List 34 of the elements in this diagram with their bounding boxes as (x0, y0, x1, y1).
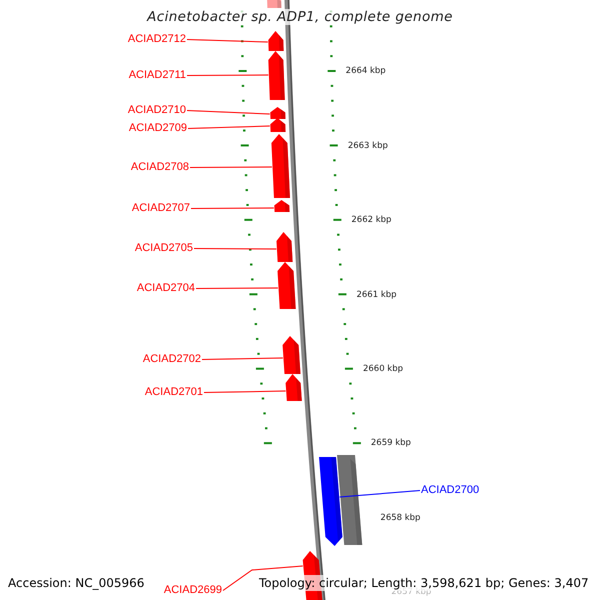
tick-label: 2663 kbp (348, 141, 388, 151)
gene-label: ACIAD2712 (128, 33, 186, 46)
tick-label: 2664 kbp (346, 66, 386, 76)
leader-line (339, 490, 420, 498)
tick-label: 2662 kbp (351, 215, 392, 225)
gene-label: ACIAD2710 (128, 104, 186, 117)
leader-line (190, 208, 274, 209)
gene-label: ACIAD2708 (130, 161, 189, 174)
gene-label: ACIAD2707 (132, 202, 190, 215)
gene-label: ACIAD2704 (136, 282, 195, 295)
accession-text: Accession: NC_005966 (8, 575, 144, 591)
leader-line (186, 74, 269, 76)
gene-label: ACIAD2701 (144, 386, 203, 399)
leader-line (222, 566, 304, 591)
leader-line (186, 39, 268, 42)
gene-label: ACIAD2709 (128, 122, 187, 135)
leader-line (190, 166, 273, 168)
tick-label: 2657 kbp (391, 587, 432, 597)
tick-label: 2660 kbp (362, 364, 404, 374)
leader-line (194, 248, 277, 250)
tick-label: 2661 kbp (356, 290, 397, 300)
leader-line (196, 288, 279, 289)
tick-label: 2659 kbp (370, 438, 411, 448)
gene-label: ACIAD2705 (134, 242, 193, 255)
tick-label: 2658 kbp (380, 513, 420, 523)
gene-label: ACIAD2711 (128, 69, 186, 82)
leader-line (188, 126, 270, 129)
leader-line (186, 110, 270, 114)
gene-label: ACIAD2702 (142, 353, 201, 366)
gene-label: ACIAD2700 (421, 484, 480, 497)
gene-label: ACIAD2699 (164, 584, 222, 597)
leader-line (204, 390, 286, 393)
leader-line (202, 358, 284, 360)
map-title: Acinetobacter sp. ADP1, complete genome (145, 9, 455, 25)
